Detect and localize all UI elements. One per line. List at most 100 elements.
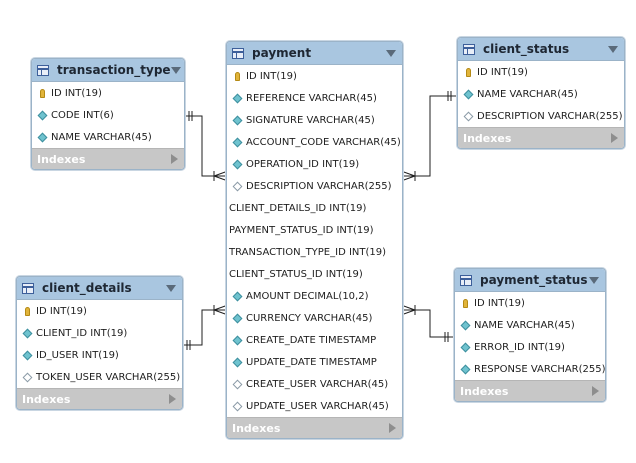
key-icon	[234, 71, 240, 81]
column-label: CLIENT_DETAILS_ID INT(19)	[229, 202, 367, 214]
column-row[interactable]: ID INT(19)	[455, 292, 605, 314]
table-icon	[37, 64, 49, 76]
filled-diamond-icon	[232, 357, 242, 367]
open-diamond-icon	[232, 379, 242, 389]
expand-arrow-icon[interactable]	[611, 133, 618, 143]
indexes-section[interactable]: Indexes	[17, 388, 182, 409]
filled-diamond-icon	[232, 137, 242, 147]
column-row[interactable]: OPERATION_ID INT(19)	[227, 153, 402, 175]
column-label: OPERATION_ID INT(19)	[246, 158, 360, 170]
entity-header[interactable]: payment_status	[455, 269, 605, 292]
expand-arrow-icon[interactable]	[389, 423, 396, 433]
entity-title: client_details	[42, 281, 132, 295]
relationship-client-status-payment[interactable]	[400, 91, 457, 182]
column-row[interactable]: CLIENT_ID INT(19)	[17, 322, 182, 344]
filled-diamond-icon	[460, 364, 470, 374]
filled-diamond-icon	[22, 328, 32, 338]
entity-title: payment	[252, 46, 312, 60]
column-label: CREATE_DATE TIMESTAMP	[246, 334, 377, 346]
entity-payment-status[interactable]: payment_status ID INT(19) NAME VARCHAR(4…	[454, 268, 606, 402]
column-row[interactable]: TRANSACTION_TYPE_ID INT(19)	[227, 241, 402, 263]
collapse-caret-icon[interactable]	[608, 45, 618, 53]
relationship-payment-status-payment[interactable]	[400, 304, 454, 342]
entity-header[interactable]: client_details	[17, 277, 182, 300]
key-icon	[465, 67, 471, 77]
entity-header[interactable]: client_status	[458, 38, 624, 61]
filled-diamond-icon	[232, 291, 242, 301]
column-label: ID INT(19)	[474, 297, 525, 309]
column-row[interactable]: ERROR_ID INT(19)	[455, 336, 605, 358]
column-label: TOKEN_USER VARCHAR(255)	[36, 371, 181, 383]
filled-diamond-icon	[232, 313, 242, 323]
column-row[interactable]: DESCRIPTION VARCHAR(255)	[458, 105, 624, 127]
column-row[interactable]: CLIENT_DETAILS_ID INT(19)	[227, 197, 402, 219]
indexes-section[interactable]: Indexes	[227, 417, 402, 438]
column-row[interactable]: AMOUNT DECIMAL(10,2)	[227, 285, 402, 307]
key-icon	[24, 306, 30, 316]
column-row[interactable]: CODE INT(6)	[32, 104, 184, 126]
collapse-caret-icon[interactable]	[170, 66, 181, 74]
column-label: ID INT(19)	[477, 66, 528, 78]
column-row[interactable]: NAME VARCHAR(45)	[455, 314, 605, 336]
entity-client-status[interactable]: client_status ID INT(19) NAME VARCHAR(45…	[457, 37, 625, 149]
table-icon	[460, 274, 472, 286]
column-row[interactable]: ID INT(19)	[17, 300, 182, 322]
column-label: UPDATE_DATE TIMESTAMP	[246, 356, 377, 368]
entity-header[interactable]: transaction_type	[32, 59, 184, 82]
table-icon	[232, 47, 244, 59]
open-diamond-icon	[232, 181, 242, 191]
column-row[interactable]: RESPONSE VARCHAR(255)	[455, 358, 605, 380]
column-label: NAME VARCHAR(45)	[474, 319, 575, 331]
entity-transaction-type[interactable]: transaction_type ID INT(19) CODE INT(6) …	[31, 58, 185, 170]
entity-header[interactable]: payment	[227, 42, 402, 65]
column-row[interactable]: NAME VARCHAR(45)	[458, 83, 624, 105]
indexes-label: Indexes	[22, 392, 71, 406]
filled-diamond-icon	[232, 159, 242, 169]
column-row[interactable]: ID INT(19)	[32, 82, 184, 104]
table-icon	[22, 282, 34, 294]
column-label: AMOUNT DECIMAL(10,2)	[246, 290, 369, 302]
column-row[interactable]: PAYMENT_STATUS_ID INT(19)	[227, 219, 402, 241]
column-row[interactable]: ACCOUNT_CODE VARCHAR(45)	[227, 131, 402, 153]
column-row[interactable]: NAME VARCHAR(45)	[32, 126, 184, 148]
column-label: DESCRIPTION VARCHAR(255)	[246, 180, 392, 192]
indexes-section[interactable]: Indexes	[32, 148, 184, 169]
filled-diamond-icon	[232, 93, 242, 103]
expand-arrow-icon[interactable]	[169, 394, 176, 404]
filled-diamond-icon	[232, 335, 242, 345]
relationship-transaction-type-payment[interactable]	[183, 111, 229, 182]
entity-client-details[interactable]: client_details ID INT(19) CLIENT_ID INT(…	[16, 276, 183, 410]
column-row[interactable]: CLIENT_STATUS_ID INT(19)	[227, 263, 402, 285]
expand-arrow-icon[interactable]	[592, 386, 599, 396]
column-row[interactable]: UPDATE_DATE TIMESTAMP	[227, 351, 402, 373]
column-row[interactable]: SIGNATURE VARCHAR(45)	[227, 109, 402, 131]
column-row[interactable]: CREATE_DATE TIMESTAMP	[227, 329, 402, 351]
indexes-section[interactable]: Indexes	[455, 380, 605, 401]
entity-title: transaction_type	[57, 63, 171, 77]
open-diamond-icon	[22, 372, 32, 382]
collapse-caret-icon[interactable]	[386, 49, 396, 57]
key-icon	[39, 88, 45, 98]
column-row[interactable]: CREATE_USER VARCHAR(45)	[227, 373, 402, 395]
entity-payment[interactable]: payment ID INT(19) REFERENCE VARCHAR(45)…	[226, 41, 403, 439]
column-row[interactable]: TOKEN_USER VARCHAR(255)	[17, 366, 182, 388]
column-row[interactable]: ID INT(19)	[227, 65, 402, 87]
relationship-client-details-payment[interactable]	[181, 304, 229, 350]
column-row[interactable]: REFERENCE VARCHAR(45)	[227, 87, 402, 109]
column-label: UPDATE_USER VARCHAR(45)	[246, 400, 389, 412]
column-label: CLIENT_ID INT(19)	[36, 327, 128, 339]
column-row[interactable]: ID_USER INT(19)	[17, 344, 182, 366]
column-row[interactable]: ID INT(19)	[458, 61, 624, 83]
expand-arrow-icon[interactable]	[171, 154, 178, 164]
column-label: REFERENCE VARCHAR(45)	[246, 92, 377, 104]
open-diamond-icon	[232, 401, 242, 411]
indexes-label: Indexes	[460, 384, 509, 398]
collapse-caret-icon[interactable]	[166, 284, 176, 292]
column-row[interactable]: DESCRIPTION VARCHAR(255)	[227, 175, 402, 197]
indexes-section[interactable]: Indexes	[458, 127, 624, 148]
collapse-caret-icon[interactable]	[589, 276, 599, 284]
column-label: ID INT(19)	[51, 87, 102, 99]
filled-diamond-icon	[37, 132, 47, 142]
column-row[interactable]: UPDATE_USER VARCHAR(45)	[227, 395, 402, 417]
column-row[interactable]: CURRENCY VARCHAR(45)	[227, 307, 402, 329]
